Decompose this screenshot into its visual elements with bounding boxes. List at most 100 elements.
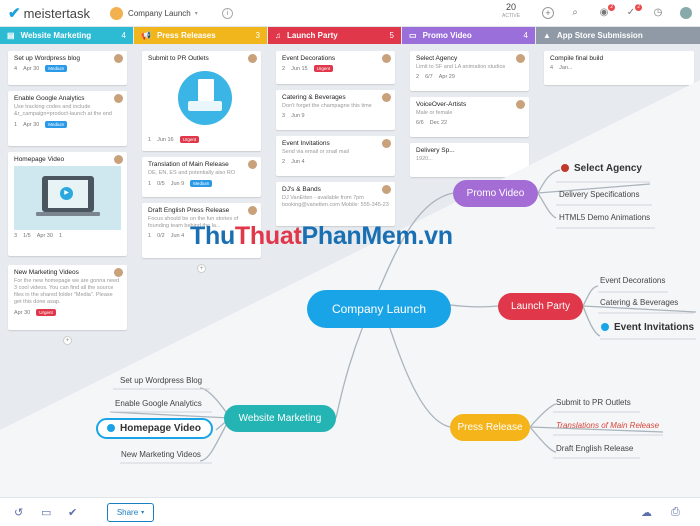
column-header-website-marketing[interactable]: ▤ Website Marketing 4 [0,27,133,44]
mindmap-leaf-event-decorations[interactable]: Event Decorations [600,276,666,285]
presentation-icon[interactable]: ▭ [41,507,52,519]
checklist-icon[interactable]: ✓2 [626,4,642,18]
app-name: meistertask [23,5,91,21]
tv-icon: ▭ [409,31,417,40]
card-description: For the new homepage we are gonna need 3… [14,278,120,305]
card-description: DE, EN, ES and potentially also RO [148,170,236,176]
mindmap-leaf-html5-demo-animations[interactable]: HTML5 Demo Animations [559,213,651,222]
print-icon[interactable]: ⎙ [671,506,680,518]
column-title: Website Marketing [20,31,92,40]
card-title: New Marketing Videos [14,269,79,276]
column-count: 3 [255,31,260,40]
mindmap-node-press-release[interactable]: Press Release [450,414,530,441]
add-icon[interactable]: + [542,7,554,19]
mindmap-leaf-event-invitations[interactable]: Event Invitations [601,322,694,333]
status-dot-icon [107,424,115,432]
mindmap-node-promo-video[interactable]: Promo Video [453,180,538,207]
task-card-djs-bands[interactable]: DJ's & Bands DJ VanEtten - available fro… [276,182,395,226]
task-card-catering-beverages[interactable]: Catering & Beverages Don't forget the ch… [276,90,395,130]
active-tasks-counter[interactable]: 20 ACTIVE [502,3,520,21]
checkmark-icon[interactable]: ✔ [68,507,78,519]
board-icon: ▤ [7,31,15,40]
mindmap-leaf-set-up-wordpress-blog[interactable]: Set up Wordpress Blog [120,376,203,385]
notifications-icon[interactable]: ◉2 [599,4,615,18]
share-button[interactable]: Share ▾ [107,503,154,522]
mindmap-leaf-translations-main-release[interactable]: Translations of Main Release [556,421,660,430]
mindmap-leaf-catering-beverages[interactable]: Catering & Beverages [600,298,679,307]
tag-medium: Medium [45,65,68,72]
card-description: Don't forget the champagne this time [282,103,372,109]
card-title: Homepage Video [14,156,65,163]
user-avatar[interactable] [680,7,692,19]
chevron-down-icon: ▾ [194,10,198,17]
mindmap-node-website-marketing[interactable]: Website Marketing [224,405,336,432]
tag-medium: Medium [190,180,213,187]
column-header-launch-party[interactable]: ♫ Launch Party 5 [268,27,401,44]
avatar [382,54,391,63]
mindmap-leaf-submit-to-pr-outlets[interactable]: Submit to PR Outlets [556,398,631,407]
column-title: Press Releases [156,31,216,40]
column-header-app-store-submission[interactable]: ▲ App Store Submission [536,27,700,44]
column-count: 4 [121,31,126,40]
active-count-label: ACTIVE [502,13,521,19]
task-card-event-invitations[interactable]: Event Invitations Send via email or snai… [276,136,395,176]
card-title: Enable Google Analytics [14,95,85,102]
mindmap-leaf-delivery-specifications[interactable]: Delivery Specifications [559,190,640,199]
task-card-delivery-specifications[interactable]: Delivery Sp... 1920... [410,143,529,177]
task-card-translation-main-release[interactable]: Translation of Main Release DE, EN, ES a… [142,157,261,197]
mindmap-leaf-new-marketing-videos[interactable]: New Marketing Videos [121,450,201,459]
top-bar: ✔ meistertask Company Launch ▾ i 20 ACTI… [0,0,700,27]
mindmap-center-node[interactable]: Company Launch [307,290,451,328]
play-icon: ▶ [60,187,73,200]
search-icon[interactable]: ⌕ [572,7,578,18]
share-label: Share [116,508,139,517]
column-title: Promo Video [422,31,472,40]
project-selector[interactable]: Company Launch ▾ [110,6,198,20]
task-card-enable-google-analytics[interactable]: Enable Google Analytics Use tracking cod… [8,91,127,146]
project-avatar [110,6,124,20]
mindmap-leaf-homepage-video[interactable]: Homepage Video [96,418,213,439]
avatar [516,100,525,109]
column-header-promo-video[interactable]: ▭ Promo Video 4 [402,27,535,44]
card-title: Catering & Beverages [282,94,346,101]
mindmap-node-launch-party[interactable]: Launch Party [498,293,583,320]
add-task-button[interactable]: + [63,336,72,345]
column-header-press-releases[interactable]: 📢 Press Releases 3 [134,27,267,44]
add-task-button[interactable]: + [197,264,206,273]
card-title: Translation of Main Release [148,161,229,168]
mindmap-leaf-enable-google-analytics[interactable]: Enable Google Analytics [115,399,202,408]
task-card-draft-english-press-release[interactable]: Draft English Press Release Focus should… [142,203,261,258]
app-logo[interactable]: ✔ meistertask [8,4,90,22]
clock-icon[interactable]: ◷ [653,7,663,18]
avatar [114,268,123,277]
app-store-icon: ▲ [543,31,551,40]
info-icon[interactable]: i [221,7,233,19]
card-title: Delivery Sp... [416,147,455,154]
mindmap-leaf-draft-english-release[interactable]: Draft English Release [556,444,634,453]
task-card-select-agency[interactable]: Select Agency Limit to SF and LA animati… [410,51,529,91]
card-description: Male or female [416,110,453,116]
tag-urgent: Urgent [313,65,334,72]
card-description: Send via email or snail mail [282,149,349,155]
avatar [114,155,123,164]
avatar [248,54,257,63]
task-card-new-marketing-videos[interactable]: New Marketing Videos For the new homepag… [8,265,127,330]
mindmap-leaf-select-agency[interactable]: Select Agency [561,163,642,174]
history-icon[interactable]: ↺ [14,507,24,519]
cloud-download-icon[interactable]: ☁ [641,507,652,519]
